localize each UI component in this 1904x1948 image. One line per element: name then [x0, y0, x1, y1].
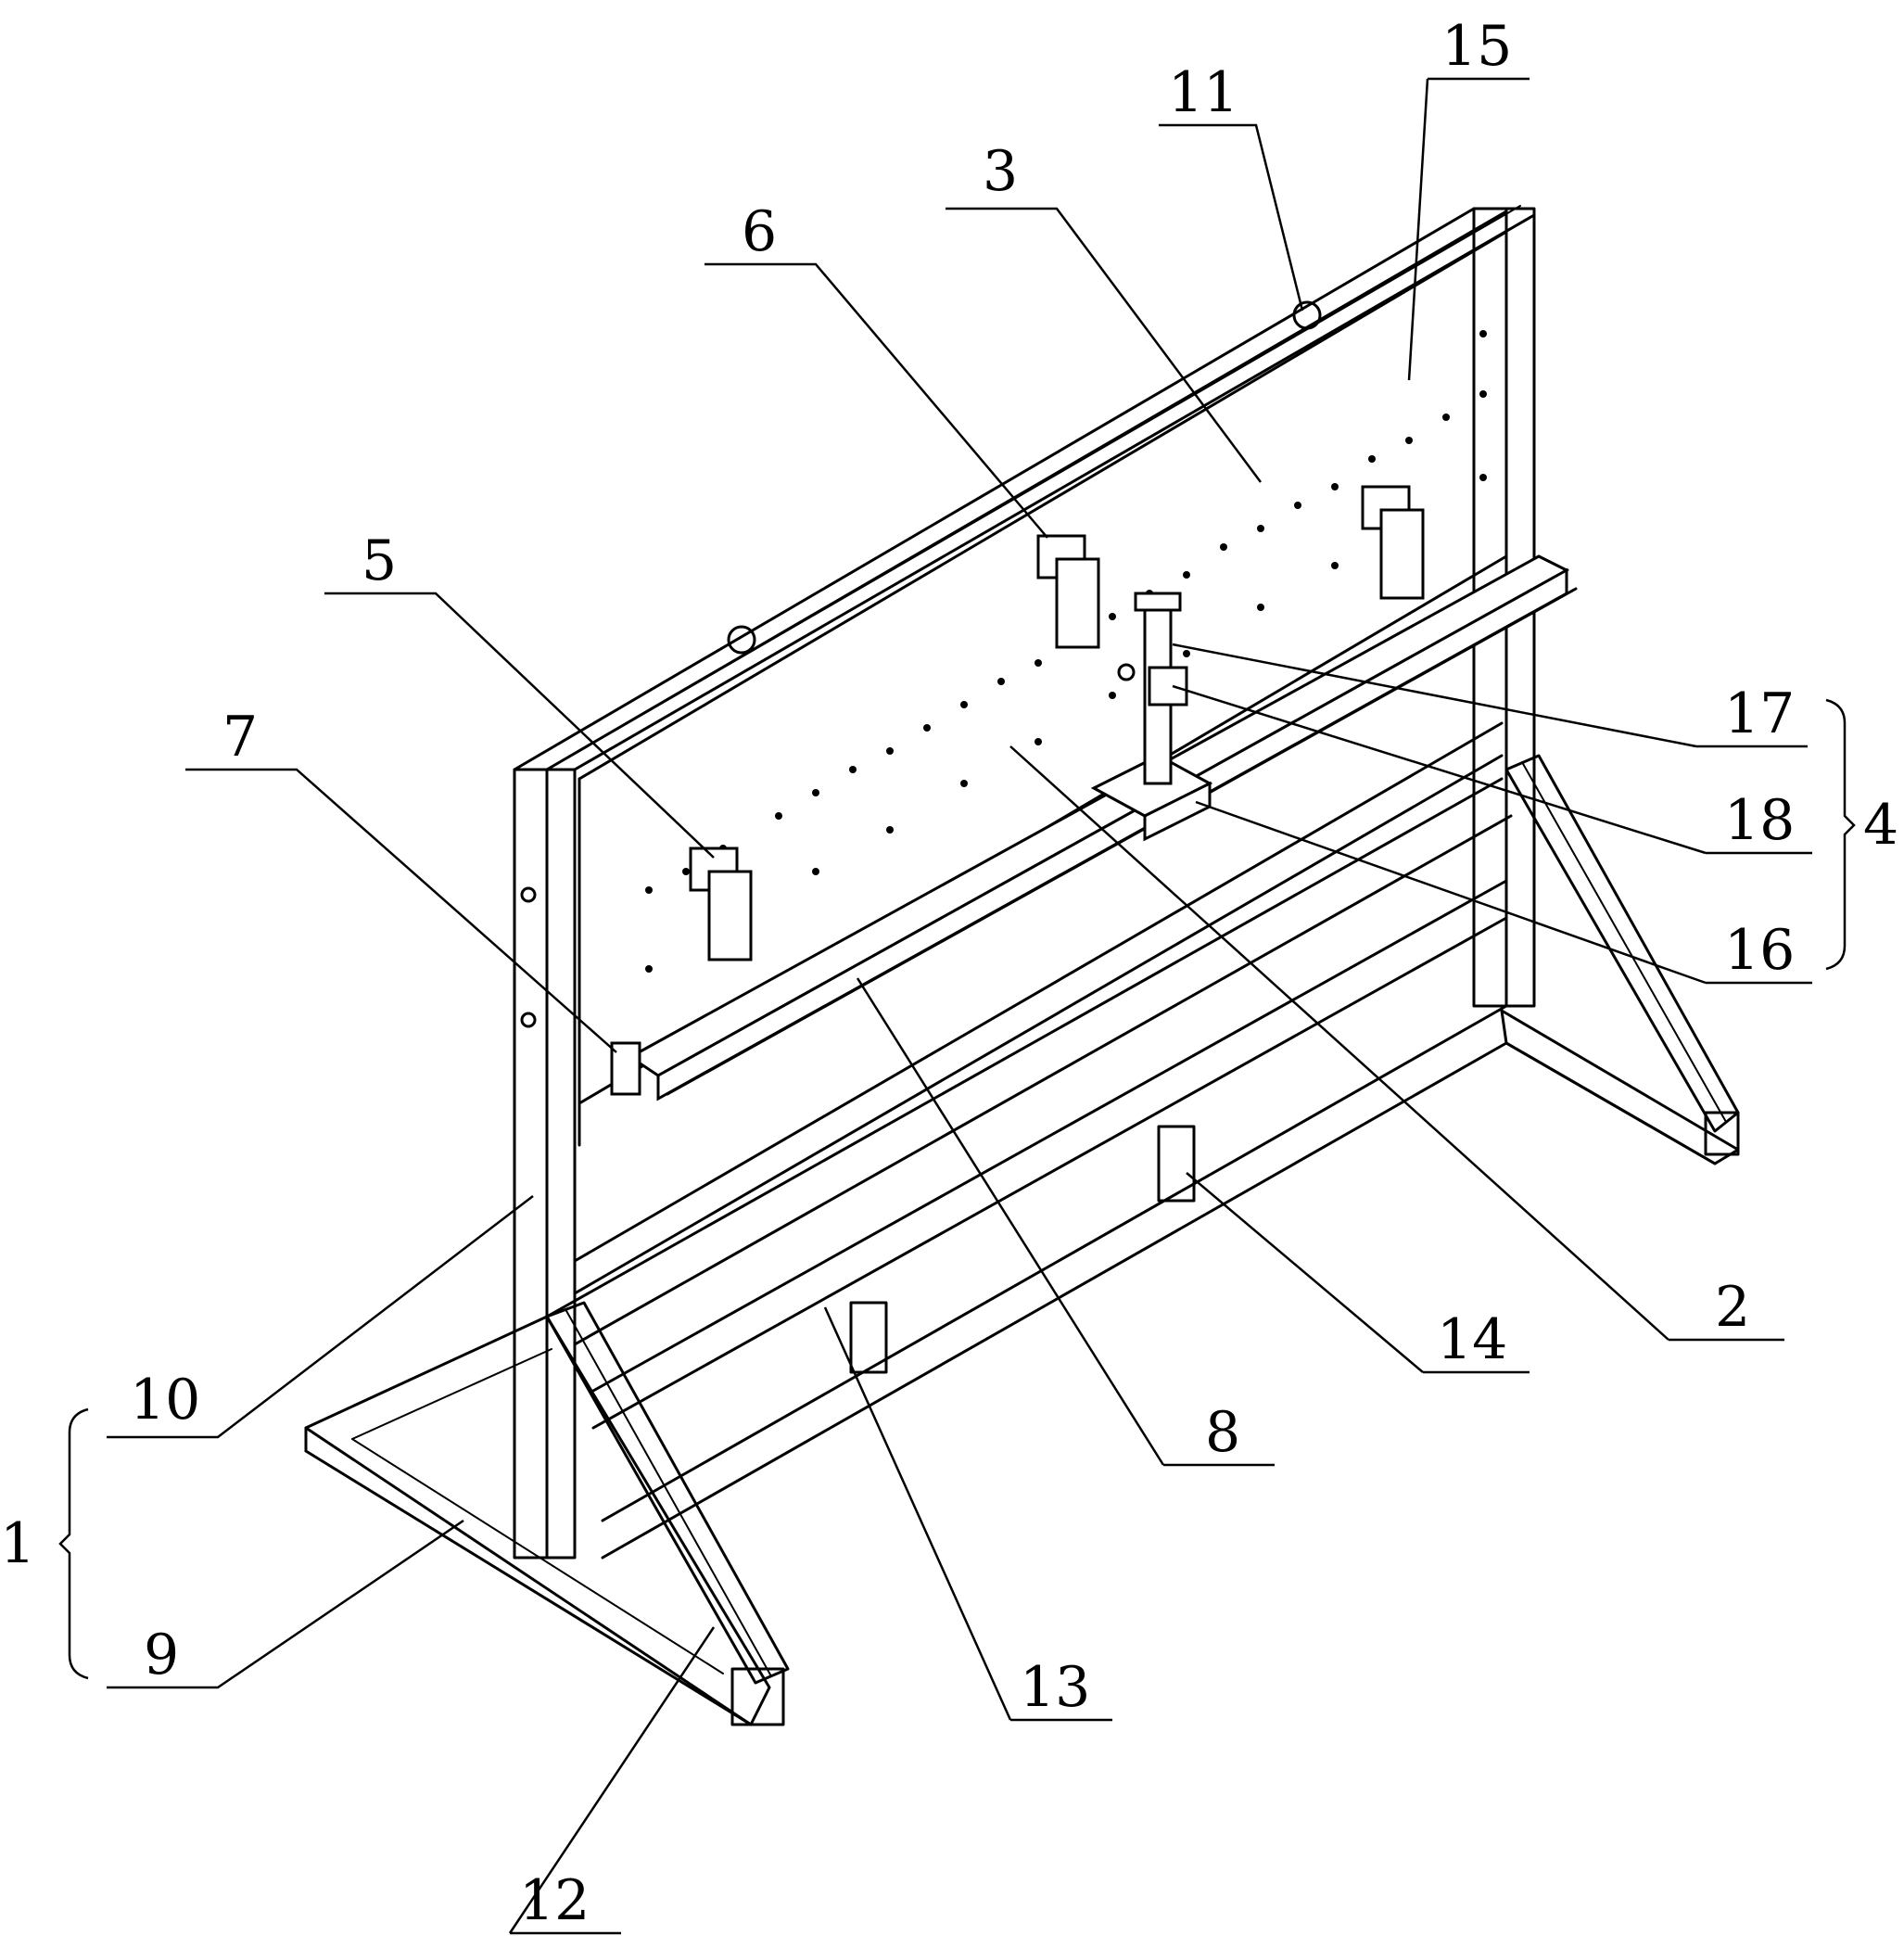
- label-11: 11: [1168, 60, 1238, 125]
- labels: 1 2 3 4 5 6 7 8 9 10 11 12 13 14 15 16 1…: [0, 14, 1898, 1933]
- label-17: 17: [1724, 681, 1795, 746]
- label-18: 18: [1724, 788, 1795, 853]
- base-frame: [304, 721, 1740, 1726]
- label-2: 2: [1715, 1275, 1750, 1340]
- label-7: 7: [222, 705, 258, 770]
- label-3: 3: [983, 139, 1018, 204]
- label-1: 1: [0, 1511, 35, 1576]
- label-5: 5: [362, 528, 397, 593]
- label-10: 10: [130, 1368, 200, 1432]
- top-rail: [513, 205, 1536, 771]
- panel: [578, 230, 1508, 1147]
- label-9: 9: [144, 1623, 179, 1687]
- clamps: [689, 485, 1425, 961]
- label-13: 13: [1020, 1655, 1090, 1720]
- label-15: 15: [1441, 14, 1512, 79]
- label-8: 8: [1205, 1400, 1240, 1465]
- label-4: 4: [1863, 793, 1898, 858]
- hole-grid: [645, 330, 1487, 973]
- label-12: 12: [519, 1868, 590, 1933]
- label-16: 16: [1724, 918, 1795, 983]
- guide-rail: [610, 554, 1578, 1101]
- leader-lines: [58, 77, 1856, 1935]
- label-6: 6: [742, 199, 777, 264]
- label-14: 14: [1437, 1307, 1507, 1372]
- slide-assembly: [1090, 592, 1213, 842]
